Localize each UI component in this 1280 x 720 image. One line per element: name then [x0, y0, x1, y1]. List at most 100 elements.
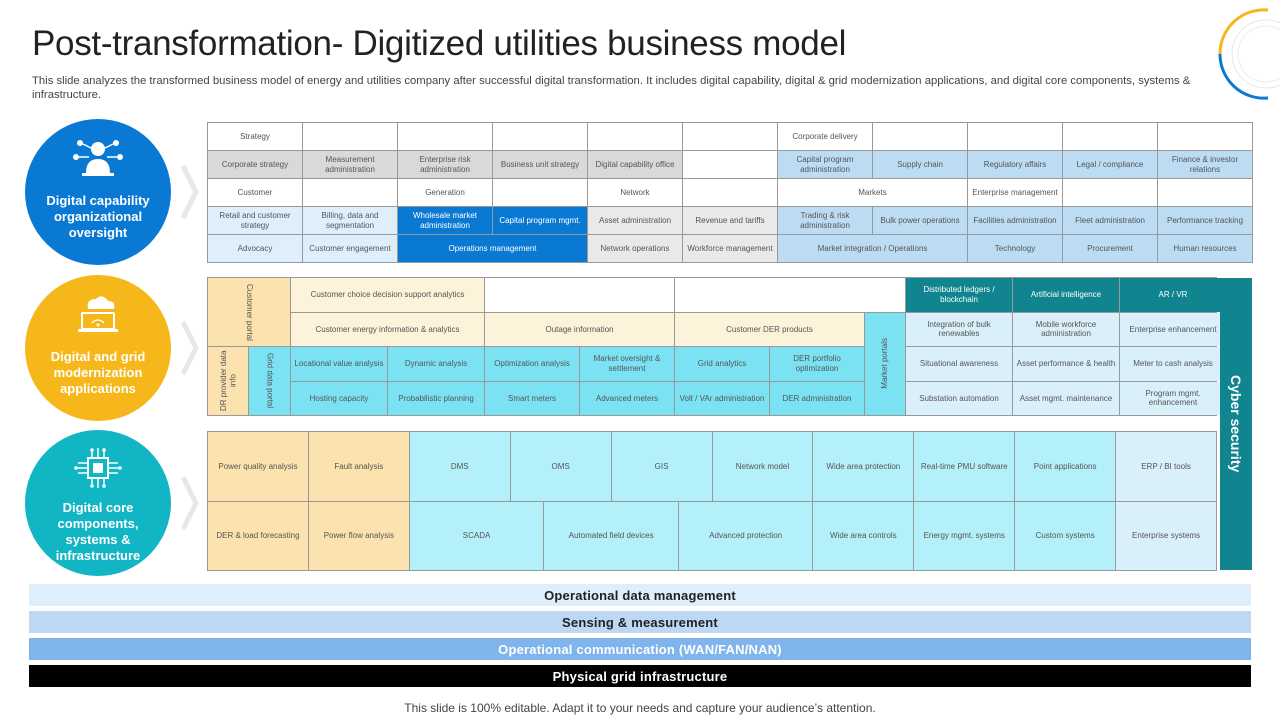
cell: Advanced protection [678, 501, 813, 570]
cell: Capital program administration [778, 151, 872, 178]
chevron-right-icon [180, 475, 199, 531]
cell: Network operations [588, 235, 682, 262]
cell: AR / VR [1120, 278, 1226, 312]
cell: Dynamic analysis [388, 347, 484, 381]
cell: Enterprise risk administration [398, 151, 492, 178]
cell: Real-time PMU software [914, 432, 1015, 501]
cell: Point applications [1015, 432, 1116, 501]
cell: Facilities administration [968, 207, 1062, 234]
cell: Custom systems [1015, 501, 1116, 570]
cell: Procurement [1063, 235, 1157, 262]
cell: Network [588, 179, 682, 206]
cell: Advanced meters [580, 381, 674, 415]
cell: Optimization analysis [485, 347, 579, 381]
cell: DER administration [770, 381, 864, 415]
cell: Locational value analysis [291, 347, 387, 381]
cell: Supply chain [873, 151, 967, 178]
cell: Grid analytics [675, 347, 769, 381]
cell: Measurement administration [303, 151, 397, 178]
cell: Customer choice decision support analyti… [291, 278, 484, 312]
cell: ERP / BI tools [1116, 432, 1216, 501]
cell [588, 123, 682, 150]
cell: Customer engagement [303, 235, 397, 262]
cell: Customer DER products [675, 312, 864, 346]
digital-capability-circle: Digital capability organizational oversi… [25, 119, 171, 265]
cell: Technology [968, 235, 1062, 262]
cell: Digital capability office [588, 151, 682, 178]
cell [683, 179, 777, 206]
cyber-security-bar: Cyber security [1220, 278, 1252, 570]
cell: Customer energy information & analytics [291, 312, 484, 346]
cell: Advocacy [208, 235, 302, 262]
cell: Distributed ledgers / blockchain [906, 278, 1012, 312]
chevron-right-icon [180, 164, 199, 220]
cell: Wide area protection [813, 432, 914, 501]
cell: DER & load forecasting [208, 501, 308, 570]
cell: GIS [611, 432, 712, 501]
cell: DR provider data info [208, 347, 248, 415]
cell [1063, 179, 1157, 206]
cell: Integration of bulk renewables [906, 312, 1012, 346]
band-operational-data: Operational data management [29, 584, 1251, 606]
cell: Energy mgmt. systems [914, 501, 1015, 570]
user-network-icon [73, 140, 123, 176]
cell: Customer [208, 179, 302, 206]
cell: Operations management [398, 235, 587, 262]
band-sensing: Sensing & measurement [29, 611, 1251, 633]
page-title: Post-transformation- Digitized utilities… [32, 24, 847, 63]
cell: Network model [712, 432, 813, 501]
cell: Enterprise enhancement [1120, 312, 1226, 346]
cell: Customer portal [208, 278, 290, 346]
cell: Outage information [485, 312, 674, 346]
cell: Legal / compliance [1063, 151, 1157, 178]
cell: Corporate delivery [778, 123, 872, 150]
cell: Regulatory affairs [968, 151, 1062, 178]
footer-note: This slide is 100% editable. Adapt it to… [404, 701, 876, 715]
cell: Smart meters [485, 381, 579, 415]
digital-core-circle: Digital core components, systems & infra… [25, 430, 171, 576]
cell [1158, 123, 1252, 150]
cell: Trading & risk administration [778, 207, 872, 234]
decorative-arc-icon [1218, 8, 1280, 100]
cell: Workforce management [683, 235, 777, 262]
chip-circuit-icon [74, 448, 122, 488]
cell [493, 123, 587, 150]
cell: Asset performance & health [1013, 347, 1119, 381]
cell: Asset administration [588, 207, 682, 234]
cell: Artificial intelligence [1013, 278, 1119, 312]
cyber-security-label: Cyber security [1228, 375, 1244, 473]
cell: SCADA [409, 501, 544, 570]
cell: Enterprise management [968, 179, 1062, 206]
cell: Substation automation [906, 381, 1012, 415]
cell: Capital program mgmt. [493, 207, 587, 234]
cell: Market oversight & settlement [580, 347, 674, 381]
cell [485, 278, 674, 312]
band-physical-grid: Physical grid infrastructure [29, 665, 1251, 687]
cell: Grid data portal [249, 347, 290, 415]
cell: Probabilistic planning [388, 381, 484, 415]
band-operational-communication: Operational communication (WAN/FAN/NAN) [29, 638, 1251, 660]
cell [493, 179, 587, 206]
cell: OMS [510, 432, 611, 501]
cell: Situational awareness [906, 347, 1012, 381]
cell [968, 123, 1062, 150]
cell [873, 123, 967, 150]
circle-label: Digital and grid modernization applicati… [50, 349, 146, 396]
cell: Markets [778, 179, 967, 206]
cell: Hosting capacity [291, 381, 387, 415]
cell [398, 123, 492, 150]
cell: Fault analysis [308, 432, 409, 501]
cell: Market integration / Operations [778, 235, 967, 262]
applications-table: Customer portal Customer choice decision… [207, 277, 1226, 416]
cell: Volt / VAr administration [675, 381, 769, 415]
customer-portal-label: Customer portal [244, 283, 254, 341]
cell: Finance & investor relations [1158, 151, 1252, 178]
cell: Power flow analysis [308, 501, 409, 570]
cell [303, 179, 397, 206]
cell: DER portfolio optimization [770, 347, 864, 381]
core-table: Power quality analysis Fault analysis DM… [207, 431, 1217, 571]
cell: Market portals [865, 312, 905, 415]
cell: Automated field devices [544, 501, 678, 570]
cell: Performance tracking [1158, 207, 1252, 234]
cell [683, 151, 777, 178]
